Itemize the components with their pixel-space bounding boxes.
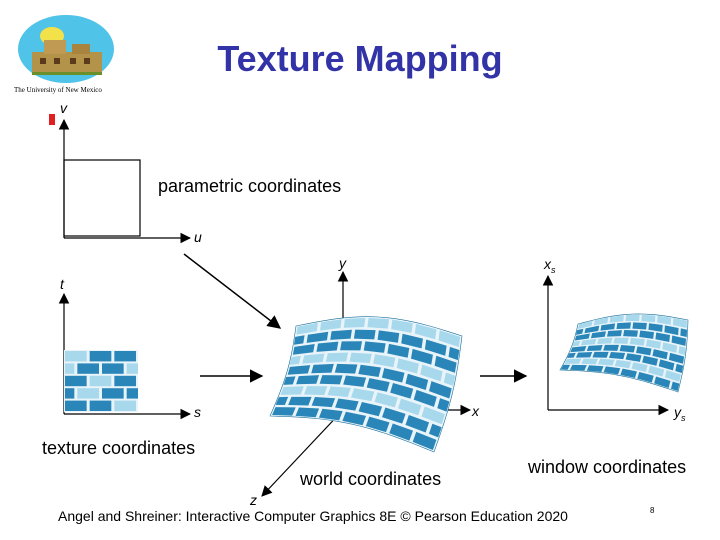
brick-texture-image xyxy=(64,350,138,412)
parametric-axes xyxy=(58,118,192,244)
label-world-coordinates: world coordinates xyxy=(300,469,442,489)
window-axes xyxy=(542,274,670,416)
slide-title: Texture Mapping xyxy=(217,38,503,79)
label-window-coordinates: window coordinates xyxy=(528,457,687,477)
axis-label-y: y xyxy=(339,255,346,271)
axis-label-z: z xyxy=(250,492,257,508)
axis-label-v: v xyxy=(60,100,67,116)
footer-citation: Angel and Shreiner: Interactive Computer… xyxy=(58,508,568,524)
axis-label-ys: ys xyxy=(674,404,686,423)
textured-surface-window xyxy=(559,313,689,393)
axis-label-x: x xyxy=(472,403,479,419)
parametric-to-surface-arrow xyxy=(183,253,282,329)
label-parametric-coordinates: parametric coordinates xyxy=(158,176,342,196)
label-texture-coordinates: texture coordinates xyxy=(42,438,196,458)
axis-label-t: t xyxy=(60,276,64,292)
adobe-building-logo-image xyxy=(18,15,114,83)
axis-label-xs: xs xyxy=(544,256,556,275)
university-logo xyxy=(14,14,118,100)
axis-label-u: u xyxy=(194,229,202,245)
axis-label-s: s xyxy=(194,404,201,420)
parametric-square xyxy=(63,159,141,237)
textured-surface-world xyxy=(269,316,463,453)
university-name: The University of New Mexico xyxy=(14,86,102,94)
red-dash-marker xyxy=(49,114,55,125)
page-number: 8 xyxy=(650,506,655,515)
